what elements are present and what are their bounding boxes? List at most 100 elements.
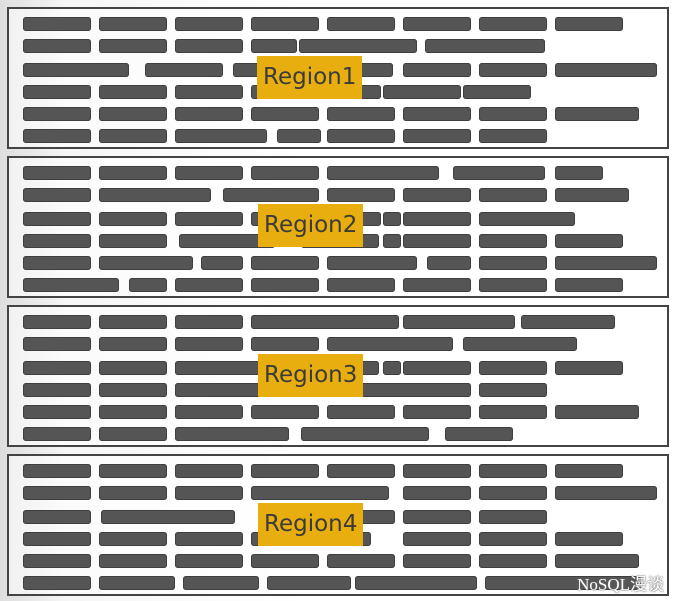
region-1-block xyxy=(251,107,319,121)
region-4-block xyxy=(23,464,91,478)
region-3-block xyxy=(555,361,623,375)
region-3-block xyxy=(175,315,243,329)
region-4-block xyxy=(99,464,167,478)
region-3-block xyxy=(383,361,401,375)
region-1-block xyxy=(479,17,547,31)
region-1-block xyxy=(99,17,167,31)
region-1-block xyxy=(403,17,471,31)
region-2-block xyxy=(383,212,401,226)
region-1-block xyxy=(327,17,395,31)
region-1-block xyxy=(23,39,91,53)
region-3-block xyxy=(23,361,91,375)
region-2-block xyxy=(555,234,623,248)
region-3-block xyxy=(301,427,429,441)
region-2-block xyxy=(129,278,167,292)
region-4-block xyxy=(175,532,243,546)
region-2-block xyxy=(223,188,319,202)
region-2-block xyxy=(99,234,167,248)
region-4-block xyxy=(403,464,471,478)
region-2-block xyxy=(555,256,657,270)
region-3-block xyxy=(23,405,91,419)
region-3-block xyxy=(99,315,167,329)
region-4-block xyxy=(251,554,319,568)
region-4-block xyxy=(485,576,641,590)
region-1-block xyxy=(23,107,91,121)
region-1-block xyxy=(403,63,471,77)
region-3-block xyxy=(175,405,243,419)
region-1-block xyxy=(403,129,471,143)
region-label-3: Region3 xyxy=(258,354,364,397)
region-3-block xyxy=(251,315,399,329)
region-1-block xyxy=(327,107,395,121)
region-2-block xyxy=(403,212,471,226)
region-1-block xyxy=(175,85,243,99)
region-1-block xyxy=(425,39,545,53)
region-panel-2 xyxy=(7,156,669,298)
region-3-block xyxy=(99,405,167,419)
region-3-block xyxy=(99,427,167,441)
region-3-block xyxy=(23,427,91,441)
region-3-block xyxy=(23,383,91,397)
region-4-block xyxy=(175,554,243,568)
region-4-block xyxy=(479,486,547,500)
region-1-block xyxy=(175,107,243,121)
region-2-block xyxy=(327,188,395,202)
region-4-block xyxy=(267,576,351,590)
region-3-block xyxy=(327,405,395,419)
region-panel-4 xyxy=(7,454,669,596)
region-2-block xyxy=(555,188,629,202)
region-4-block xyxy=(251,464,319,478)
region-1-block xyxy=(555,107,639,121)
region-3-block xyxy=(175,383,267,397)
region-4-block xyxy=(99,576,175,590)
region-4-block xyxy=(175,486,243,500)
region-1-block xyxy=(251,39,297,53)
region-3-block xyxy=(99,337,167,351)
region-2-block xyxy=(23,278,119,292)
region-2-block xyxy=(251,166,319,180)
region-1-block xyxy=(383,85,461,99)
region-2-block xyxy=(479,212,575,226)
region-4-block xyxy=(479,510,547,524)
region-1-block xyxy=(175,129,267,143)
region-2-block xyxy=(175,212,243,226)
region-3-block xyxy=(521,315,615,329)
region-2-block xyxy=(479,256,547,270)
region-4-block xyxy=(403,532,471,546)
region-2-block xyxy=(23,166,91,180)
region-3-block xyxy=(175,427,289,441)
region-4-block xyxy=(99,554,167,568)
region-1-block xyxy=(23,129,91,143)
region-4-block xyxy=(555,464,623,478)
region-2-block xyxy=(23,256,91,270)
region-4-block xyxy=(555,486,657,500)
region-4-block xyxy=(23,576,91,590)
region-3-block xyxy=(479,383,547,397)
region-4-block xyxy=(403,510,471,524)
region-2-block xyxy=(175,166,243,180)
region-2-block xyxy=(251,278,319,292)
region-2-block xyxy=(403,188,471,202)
region-1-block xyxy=(175,17,243,31)
region-1-block xyxy=(555,17,623,31)
region-3-block xyxy=(445,427,513,441)
region-4-block xyxy=(99,532,167,546)
region-1-block xyxy=(99,85,167,99)
region-4-block xyxy=(479,554,547,568)
region-2-block xyxy=(201,256,243,270)
watermark-text: NoSQL漫谈 xyxy=(577,575,664,594)
region-2-block xyxy=(99,188,211,202)
region-2-block xyxy=(99,166,167,180)
region-1-block xyxy=(463,85,531,99)
region-1-block xyxy=(23,63,129,77)
region-2-block xyxy=(453,166,545,180)
region-2-block xyxy=(403,234,471,248)
region-1-block xyxy=(99,107,167,121)
region-4-block xyxy=(23,510,91,524)
region-3-block xyxy=(403,315,515,329)
region-4-block xyxy=(175,464,243,478)
region-2-block xyxy=(555,278,623,292)
region-4-block xyxy=(327,464,395,478)
region-4-block xyxy=(479,464,547,478)
region-1-block xyxy=(299,39,417,53)
